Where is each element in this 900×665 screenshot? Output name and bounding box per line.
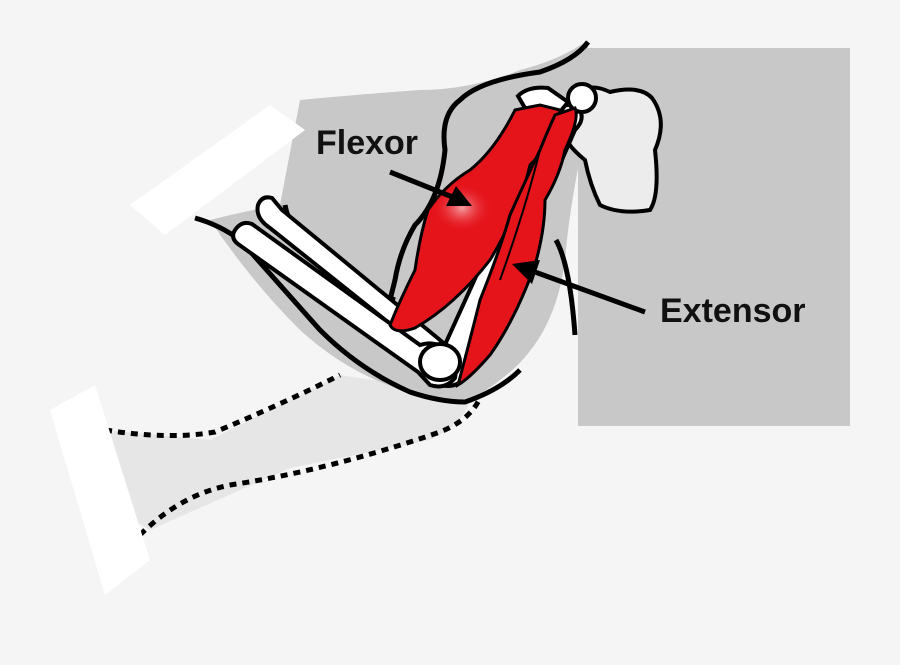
extensor-muscle-tendon-line: [499, 149, 541, 281]
extensor-label: Extensor: [660, 292, 806, 330]
extended-forearm-ghost: [100, 375, 470, 530]
extensor-arrow-head: [512, 260, 540, 284]
upper-arm-top-outline: [387, 40, 591, 301]
shoulder-joint-knob: [566, 82, 598, 114]
extensor-muscle: [455, 106, 578, 389]
extended-forearm-bottom-dotted-line: [138, 396, 483, 537]
extended-forearm-top-dotted-line: [104, 372, 342, 439]
extended-hand-block: [50, 385, 150, 595]
flexor-arrow-head: [446, 186, 472, 206]
elbow-joint: [418, 342, 462, 382]
extensor-arrow-line: [534, 269, 646, 315]
upper-arm-back-outline: [553, 238, 578, 336]
flexor-arrow-line: [389, 169, 456, 201]
flexed-hand-block: [130, 105, 305, 235]
flexor-label: Flexor: [316, 124, 419, 162]
